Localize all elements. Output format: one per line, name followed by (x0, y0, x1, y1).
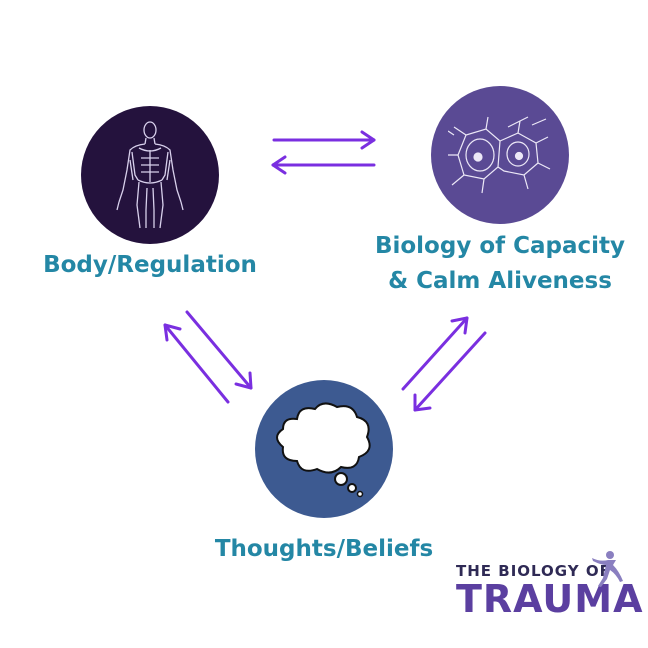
arrow-thoughts-to-biology (401, 316, 469, 391)
body-regulation-circle (81, 106, 219, 244)
thoughts-beliefs-circle (255, 380, 393, 518)
arrow-biology-to-thoughts (413, 331, 487, 412)
arrow-thoughts-to-body (163, 323, 230, 404)
dancer-figure-icon (592, 551, 623, 587)
arrow-biology-to-body (271, 155, 376, 175)
arrow-body-to-biology (272, 130, 376, 150)
biology-label-line2: & Calm Aliveness (388, 268, 612, 294)
thought-bubble-icon (276, 402, 371, 498)
arrow-body-to-thoughts (185, 310, 253, 390)
biology-capacity-circle (431, 86, 569, 224)
logo-top-text: THE BIOLOGY OF (456, 562, 611, 580)
biology-label-line1: Biology of Capacity (374, 233, 626, 259)
logo-main-text: TRAUMA (456, 577, 644, 621)
biology-capacity-label: Biology of Capacity & Calm Aliveness (352, 229, 648, 299)
human-anatomy-icon (116, 121, 184, 229)
thoughts-beliefs-label: Thoughts/Beliefs (214, 536, 434, 562)
cell-diagram-icon (448, 116, 551, 194)
biology-of-trauma-logo: THE BIOLOGY OF TRAUMA (456, 551, 643, 622)
body-regulation-label: Body/Regulation (43, 252, 257, 278)
